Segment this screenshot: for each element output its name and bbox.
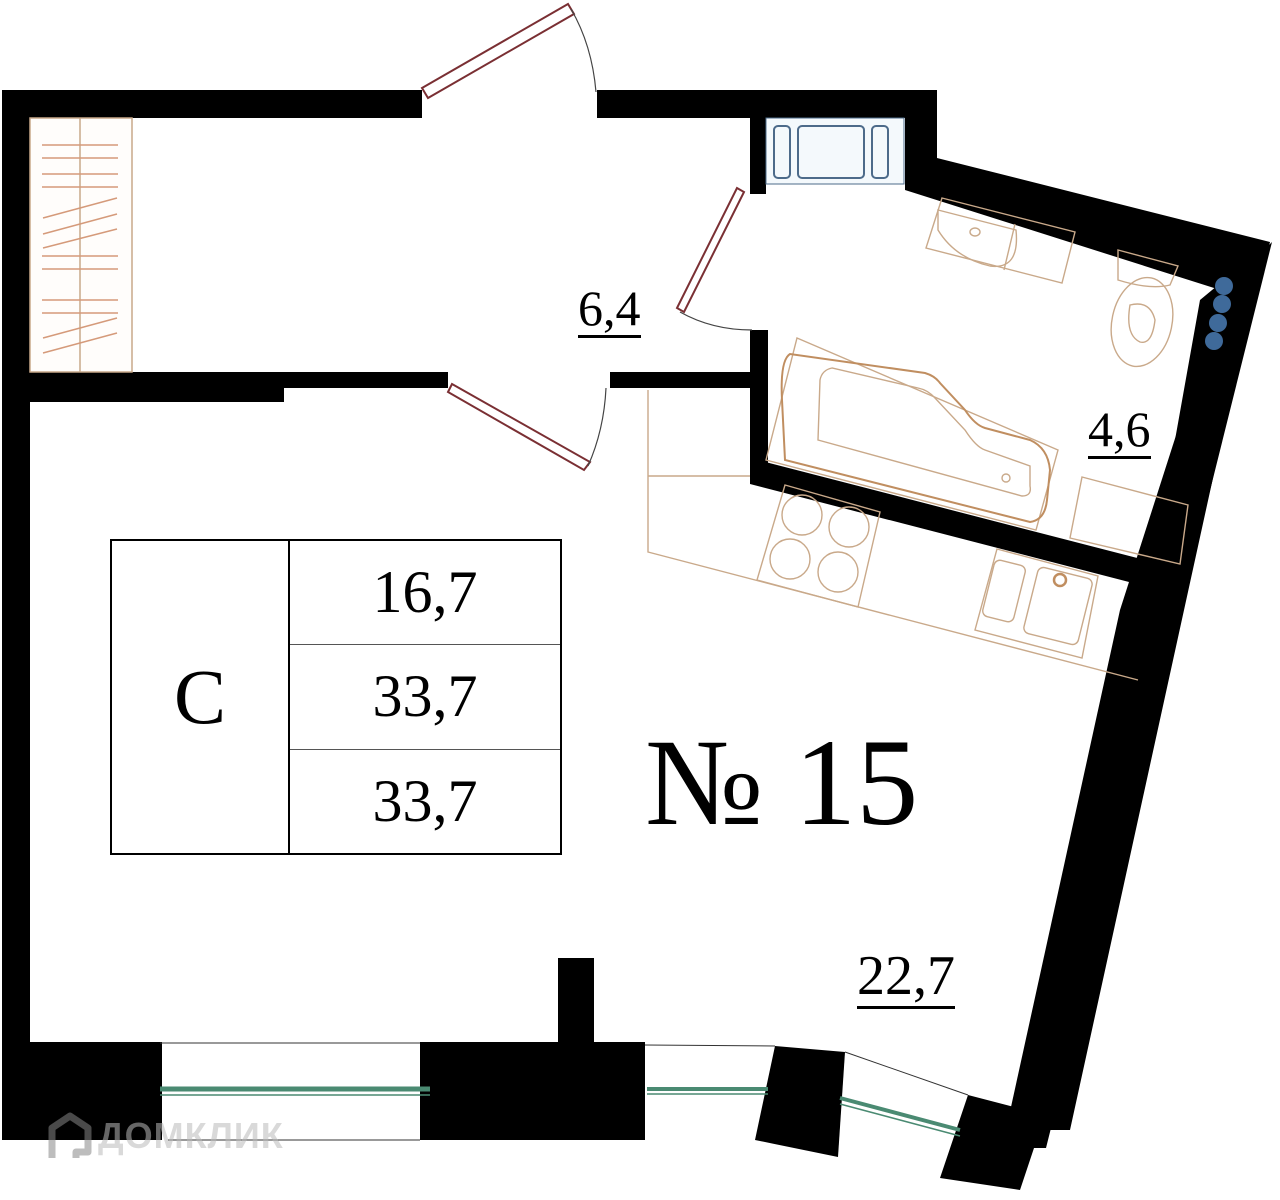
total-area-value: 33,7 — [290, 644, 560, 748]
washing-machine-icon — [1069, 476, 1189, 565]
total-area-with-balcony-value: 33,7 — [290, 748, 560, 853]
radiator-icon — [765, 117, 905, 185]
washbasin-icon — [925, 197, 1076, 284]
stove-icon — [756, 484, 881, 608]
riser-pipes-icon — [1205, 277, 1233, 350]
room-door[interactable] — [446, 382, 607, 472]
watermark: ДОМКЛИК — [48, 1112, 284, 1160]
area-legend-table: С 16,7 33,7 33,7 — [110, 539, 562, 855]
windows — [160, 1042, 969, 1141]
apartment-type: С — [112, 541, 290, 853]
bathtub-icon — [765, 337, 1059, 531]
walls — [2, 90, 1272, 1190]
hallway-area-label: 6,4 — [578, 280, 641, 338]
room-area-label: 22,7 — [857, 945, 955, 1009]
house-logo-icon — [48, 1112, 92, 1158]
toilet-icon — [1110, 249, 1179, 368]
window-1 — [160, 1042, 430, 1141]
entrance-door[interactable] — [420, 2, 597, 100]
wardrobe-icon — [29, 117, 133, 373]
kitchen-sink-icon — [974, 548, 1099, 659]
kitchen-counter — [647, 390, 1139, 681]
legend-values: 16,7 33,7 33,7 — [290, 541, 560, 853]
bathroom-area-label: 4,6 — [1088, 401, 1151, 459]
bathroom-door[interactable] — [675, 186, 753, 331]
watermark-text: ДОМКЛИК — [98, 1115, 284, 1156]
living-area-value: 16,7 — [372, 559, 478, 626]
apartment-number: № 15 — [645, 714, 919, 851]
window-3 — [839, 1051, 969, 1137]
window-2 — [644, 1044, 776, 1095]
